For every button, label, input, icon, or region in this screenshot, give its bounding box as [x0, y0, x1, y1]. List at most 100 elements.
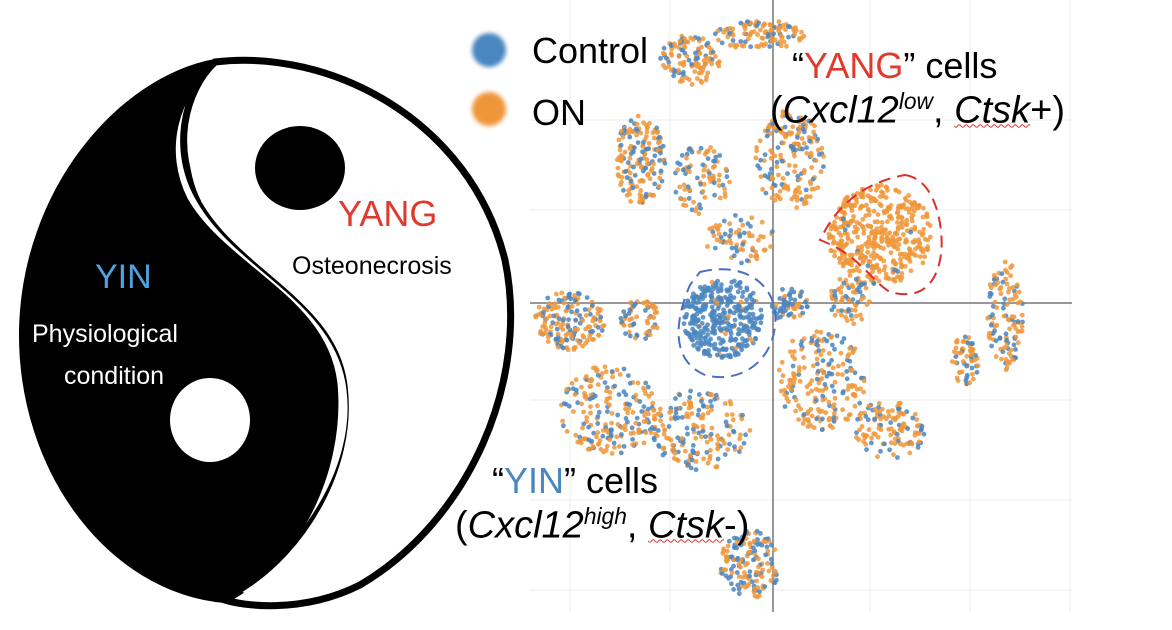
control-cell-point [600, 433, 606, 439]
on-cell-point [769, 35, 775, 40]
legend-on-marker [472, 92, 506, 126]
on-cell-point [575, 301, 581, 307]
control-cell-point [964, 375, 969, 381]
control-cell-point [738, 321, 744, 327]
on-cell-point [714, 300, 720, 306]
on-cell-point [870, 263, 875, 269]
on-cell-point [601, 428, 606, 433]
control-cell-point [694, 335, 700, 341]
on-cell-point [724, 554, 730, 559]
on-cell-point [554, 291, 559, 297]
on-cell-point [888, 426, 894, 432]
control-cell-point [762, 584, 768, 589]
on-cell-point [916, 239, 922, 245]
on-cell-point [647, 176, 653, 182]
on-cell-point [864, 433, 870, 439]
control-cell-point [618, 450, 624, 456]
on-cell-point [898, 204, 904, 210]
on-cell-point [860, 260, 866, 265]
control-cell-point [795, 173, 801, 179]
quote: “ [792, 45, 804, 86]
on-cell-point [552, 301, 558, 307]
on-cell-point [756, 237, 761, 243]
control-cell-point [655, 428, 661, 433]
on-cell-point [820, 348, 826, 353]
control-cell-point [715, 296, 720, 302]
on-cell-point [797, 119, 802, 125]
on-cell-point [899, 219, 905, 225]
on-cell-point [855, 234, 860, 240]
on-cell-point [688, 453, 693, 458]
on-cell-point [595, 430, 601, 435]
control-cell-point [621, 389, 627, 395]
control-cell-point [774, 159, 780, 165]
control-cell-point [679, 47, 684, 53]
control-cell-point [691, 299, 696, 304]
on-cell-point [610, 374, 615, 380]
on-cell-point [759, 219, 765, 225]
on-cell-point [970, 371, 975, 377]
control-cell-point [707, 288, 712, 293]
control-cell-point [781, 297, 787, 303]
on-cell-point [705, 148, 711, 154]
control-cell-point [974, 369, 980, 375]
on-cell-point [865, 249, 870, 255]
on-cell-point [847, 273, 853, 278]
control-cell-point [640, 149, 645, 155]
on-cell-point [626, 406, 632, 411]
on-cell-point [756, 556, 761, 562]
on-cell-point [707, 226, 713, 232]
on-cell-point [603, 447, 609, 453]
control-cell-point [905, 426, 910, 431]
control-cell-point [740, 242, 746, 247]
on-cell-point [753, 155, 759, 161]
control-cell-point [696, 299, 702, 305]
on-cell-point [766, 568, 772, 574]
control-cell-point [830, 342, 835, 348]
on-cell-point [896, 413, 901, 419]
control-cell-point [627, 134, 633, 140]
control-cell-point [765, 174, 771, 180]
control-cell-point [685, 462, 691, 468]
control-cell-point [722, 231, 728, 237]
on-cell-point [830, 223, 836, 229]
control-cell-point [746, 332, 752, 337]
on-cell-point [875, 219, 880, 225]
on-cell-point [791, 314, 797, 319]
control-cell-point [809, 338, 815, 344]
control-cell-point [698, 328, 704, 334]
control-cell-point [718, 341, 724, 346]
on-cell-point [791, 380, 797, 386]
on-cell-point [809, 186, 815, 192]
on-cell-point [809, 413, 815, 419]
control-cell-point [865, 417, 871, 423]
control-cell-point [775, 145, 781, 151]
control-cell-point [734, 557, 740, 563]
on-cell-point [902, 264, 908, 269]
on-cell-point [871, 250, 877, 256]
on-cell-point [646, 140, 652, 146]
on-cell-point [612, 445, 617, 450]
control-cell-point [616, 392, 622, 397]
control-cell-point [654, 125, 660, 131]
control-cell-point [789, 286, 795, 292]
on-cell-point [744, 583, 750, 589]
s-curve-gap [189, 67, 357, 599]
control-cell-point [618, 316, 624, 321]
on-cell-point [627, 323, 633, 328]
control-cell-point [734, 570, 740, 575]
control-cell-point [816, 348, 822, 353]
control-cell-point [869, 440, 874, 446]
on-cell-point [1007, 326, 1012, 332]
on-cell-point [900, 422, 906, 428]
on-cell-point [796, 403, 801, 409]
on-cell-point [638, 130, 644, 136]
control-cell-point [747, 569, 753, 574]
on-cell-point [699, 80, 704, 85]
control-cell-point [832, 289, 838, 294]
control-cell-point [727, 233, 732, 239]
on-cell-point [651, 324, 656, 330]
control-cell-point [692, 317, 698, 323]
on-cell-point [686, 399, 692, 404]
on-cell-point [1011, 322, 1016, 328]
